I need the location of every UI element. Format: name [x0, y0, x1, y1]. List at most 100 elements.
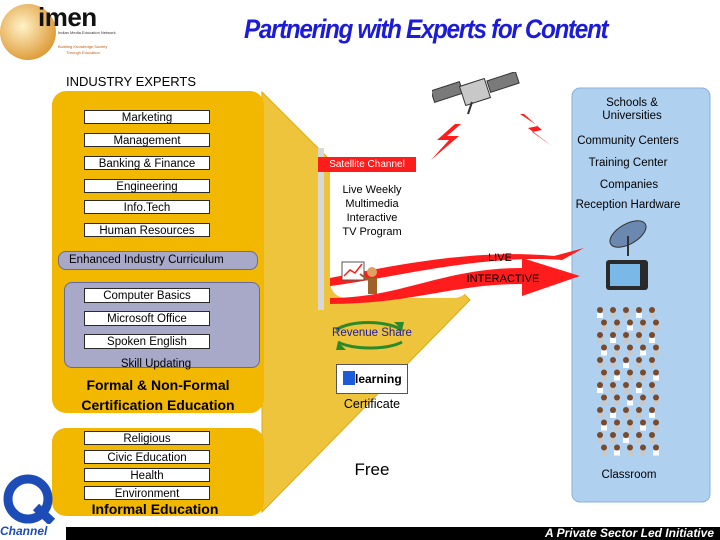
formal-caption-line1: Formal & Non-Formal	[86, 377, 230, 393]
student-figure	[627, 369, 633, 381]
student-figure	[636, 407, 642, 418]
formal-caption-line2: Certification Education	[81, 397, 235, 413]
footer-tagline: A Private Sector Led Initiative	[545, 526, 714, 540]
logo-face-icon	[0, 4, 56, 60]
classroom-crowd	[594, 304, 664, 460]
student-figure	[636, 332, 642, 343]
student-figure	[614, 369, 620, 381]
student-figure	[649, 307, 655, 318]
student-figure	[597, 432, 603, 443]
student-figure	[627, 394, 633, 406]
student-figure	[623, 432, 629, 443]
student-figure	[623, 357, 629, 368]
student-figure	[623, 332, 629, 343]
elearning-e-icon	[343, 371, 355, 385]
page-title: Partnering with Experts for Content	[244, 14, 609, 44]
student-figure	[640, 419, 646, 431]
logo-tagline-2: Building Knowledge Society	[58, 44, 108, 49]
student-figure	[597, 382, 603, 393]
expert-item-banking: Banking & Finance	[84, 156, 210, 170]
student-figure	[636, 382, 642, 393]
student-figure	[653, 419, 659, 431]
expert-item-infotech: Info.Tech	[84, 200, 210, 214]
student-figure	[597, 307, 603, 318]
student-figure	[640, 344, 646, 356]
certificate-label: Certificate	[343, 397, 401, 411]
revenue-share-label: Revenue Share	[332, 327, 412, 339]
skill-item-computer-basics: Computer Basics	[84, 288, 210, 303]
satellite-channel-label: Satellite Channel	[318, 157, 416, 172]
imen-logo: imen Indian Media Education Network Buil…	[0, 0, 140, 66]
schools-label: Schools & Universities	[602, 97, 662, 122]
student-figure	[601, 344, 607, 356]
logo-text: imen	[38, 2, 97, 32]
student-figure	[649, 357, 655, 368]
community-label: Community Centers	[577, 135, 679, 147]
center-bar	[318, 148, 324, 310]
student-figure	[601, 369, 607, 381]
elearning-box: learning	[336, 364, 408, 394]
enhanced-curriculum-pill: Enhanced Industry Curriculum	[58, 251, 258, 270]
interactive-label: INTERACTIVE	[466, 273, 540, 285]
program-line-2: Multimedia	[345, 198, 399, 210]
logo-tagline-1: Indian Media Education Network	[58, 30, 116, 35]
student-figure	[653, 444, 659, 456]
informal-caption: Informal Education	[91, 501, 219, 517]
student-figure	[597, 357, 603, 368]
companies-label: Companies	[599, 179, 659, 191]
expert-item-management: Management	[84, 133, 210, 147]
student-figure	[597, 407, 603, 418]
program-line-1: Live Weekly	[342, 184, 402, 196]
student-figure	[627, 419, 633, 431]
student-figure	[623, 382, 629, 393]
live-interactive-arrow	[330, 248, 584, 304]
skill-item-microsoft-office: Microsoft Office	[84, 311, 210, 326]
student-figure	[614, 394, 620, 406]
free-label: Free	[354, 460, 390, 479]
tv-icon	[606, 260, 648, 290]
live-label: LIVE	[488, 252, 512, 264]
informal-item-civic: Civic Education	[84, 450, 210, 464]
student-figure	[653, 394, 659, 406]
q-logo-icon	[3, 474, 56, 524]
signal-right-icon	[520, 114, 552, 146]
student-figure	[614, 344, 620, 356]
student-figure	[623, 307, 629, 318]
student-figure	[614, 319, 620, 331]
student-figure	[597, 332, 603, 343]
student-figure	[610, 357, 616, 368]
student-figure	[649, 407, 655, 418]
presenter-icon	[341, 261, 377, 294]
student-figure	[627, 444, 633, 456]
q-channel-logo: Channel	[0, 474, 60, 540]
student-figure	[610, 432, 616, 443]
student-figure	[610, 307, 616, 318]
student-figure	[614, 419, 620, 431]
student-figure	[601, 419, 607, 431]
student-figure	[623, 407, 629, 418]
skill-item-spoken-english: Spoken English	[84, 334, 210, 349]
satellite-dish-icon	[609, 220, 647, 256]
student-figure	[640, 444, 646, 456]
student-figure	[636, 432, 642, 443]
student-figure	[653, 319, 659, 331]
student-figure	[640, 369, 646, 381]
student-figure	[610, 332, 616, 343]
satellite-icon	[432, 72, 520, 115]
reception-label: Reception Hardware	[575, 199, 681, 211]
student-figure	[649, 332, 655, 343]
student-figure	[627, 344, 633, 356]
student-figure	[636, 357, 642, 368]
student-figure	[601, 319, 607, 331]
signal-left-icon	[431, 124, 461, 160]
footer-bar: A Private Sector Led Initiative	[66, 526, 720, 540]
student-figure	[627, 319, 633, 331]
informal-item-health: Health	[84, 468, 210, 482]
student-figure	[610, 407, 616, 418]
student-figure	[614, 444, 620, 456]
q-channel-text: Channel	[0, 524, 48, 538]
expert-item-engineering: Engineering	[84, 179, 210, 193]
elearning-label: learning	[355, 372, 402, 386]
informal-item-religious: Religious	[84, 431, 210, 445]
expert-item-hr: Human Resources	[84, 223, 210, 237]
